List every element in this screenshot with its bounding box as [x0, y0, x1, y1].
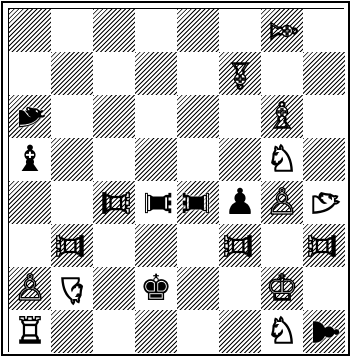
square-c5[interactable] — [93, 138, 135, 181]
white-bishop-icon[interactable]: ♗ — [219, 52, 261, 95]
square-h5[interactable] — [303, 138, 345, 181]
square-e7[interactable] — [177, 52, 219, 95]
square-f1[interactable] — [219, 310, 261, 353]
square-b6[interactable] — [51, 95, 93, 138]
square-d3[interactable] — [135, 224, 177, 267]
square-e4[interactable]: ♜ — [177, 181, 219, 224]
square-d1[interactable] — [135, 310, 177, 353]
square-g3[interactable] — [261, 224, 303, 267]
square-b7[interactable] — [51, 52, 93, 95]
square-e6[interactable] — [177, 95, 219, 138]
square-h7[interactable] — [303, 52, 345, 95]
square-e8[interactable] — [177, 9, 219, 52]
square-e5[interactable] — [177, 138, 219, 181]
white-knight-icon[interactable]: ♘ — [261, 310, 303, 353]
square-d8[interactable] — [135, 9, 177, 52]
square-f5[interactable] — [219, 138, 261, 181]
square-g5[interactable]: ♘ — [261, 138, 303, 181]
square-f8[interactable] — [219, 9, 261, 52]
square-c4[interactable]: ♖ — [93, 181, 135, 224]
square-d6[interactable] — [135, 95, 177, 138]
square-a6[interactable]: ♞ — [9, 95, 51, 138]
square-g6[interactable]: ♗ — [261, 95, 303, 138]
square-f7[interactable]: ♗ — [219, 52, 261, 95]
square-h4[interactable]: ♘ — [303, 181, 345, 224]
square-c1[interactable] — [93, 310, 135, 353]
square-b2[interactable]: ♘ — [51, 267, 93, 310]
square-a2[interactable]: ♙ — [9, 267, 51, 310]
square-f2[interactable] — [219, 267, 261, 310]
board-frame: ♗♗♞♗♝♘♖♜♜♟♙♘♖♖♖♙♘♚♔♖♘♟ — [1, 1, 350, 356]
black-king-icon[interactable]: ♚ — [135, 267, 177, 310]
square-b4[interactable] — [51, 181, 93, 224]
square-g8[interactable]: ♗ — [261, 9, 303, 52]
black-knight-icon[interactable]: ♞ — [9, 95, 51, 138]
square-b1[interactable] — [51, 310, 93, 353]
square-e3[interactable] — [177, 224, 219, 267]
square-g2[interactable]: ♔ — [261, 267, 303, 310]
black-pawn-icon[interactable]: ♟ — [303, 310, 345, 353]
square-a3[interactable] — [9, 224, 51, 267]
square-h2[interactable] — [303, 267, 345, 310]
square-a4[interactable] — [9, 181, 51, 224]
square-a1[interactable]: ♖ — [9, 310, 51, 353]
black-rook-icon[interactable]: ♜ — [135, 181, 177, 224]
square-b3[interactable]: ♖ — [51, 224, 93, 267]
white-rook-icon[interactable]: ♖ — [93, 181, 135, 224]
square-a5[interactable]: ♝ — [9, 138, 51, 181]
white-bishop-icon[interactable]: ♗ — [261, 95, 303, 138]
white-pawn-icon[interactable]: ♙ — [261, 181, 303, 224]
square-c7[interactable] — [93, 52, 135, 95]
square-g4[interactable]: ♙ — [261, 181, 303, 224]
black-rook-icon[interactable]: ♜ — [177, 181, 219, 224]
square-g1[interactable]: ♘ — [261, 310, 303, 353]
square-f3[interactable]: ♖ — [219, 224, 261, 267]
square-a7[interactable] — [9, 52, 51, 95]
square-d2[interactable]: ♚ — [135, 267, 177, 310]
white-knight-icon[interactable]: ♘ — [303, 181, 345, 224]
square-c3[interactable] — [93, 224, 135, 267]
chess-board: ♗♗♞♗♝♘♖♜♜♟♙♘♖♖♖♙♘♚♔♖♘♟ — [8, 8, 344, 352]
square-c6[interactable] — [93, 95, 135, 138]
square-d4[interactable]: ♜ — [135, 181, 177, 224]
white-king-icon[interactable]: ♔ — [261, 267, 303, 310]
square-h8[interactable] — [303, 9, 345, 52]
square-c2[interactable] — [93, 267, 135, 310]
white-rook-icon[interactable]: ♖ — [9, 310, 51, 353]
square-h6[interactable] — [303, 95, 345, 138]
white-bishop-icon[interactable]: ♗ — [261, 9, 303, 52]
white-pawn-icon[interactable]: ♙ — [9, 267, 51, 310]
black-bishop-icon[interactable]: ♝ — [9, 138, 51, 181]
white-knight-icon[interactable]: ♘ — [51, 267, 93, 310]
square-f4[interactable]: ♟ — [219, 181, 261, 224]
black-pawn-icon[interactable]: ♟ — [219, 181, 261, 224]
square-b8[interactable] — [51, 9, 93, 52]
square-h1[interactable]: ♟ — [303, 310, 345, 353]
white-rook-icon[interactable]: ♖ — [51, 224, 93, 267]
square-d7[interactable] — [135, 52, 177, 95]
square-a8[interactable] — [9, 9, 51, 52]
square-e2[interactable] — [177, 267, 219, 310]
square-e1[interactable] — [177, 310, 219, 353]
square-c8[interactable] — [93, 9, 135, 52]
white-rook-icon[interactable]: ♖ — [219, 224, 261, 267]
square-d5[interactable] — [135, 138, 177, 181]
square-h3[interactable]: ♖ — [303, 224, 345, 267]
white-knight-icon[interactable]: ♘ — [261, 138, 303, 181]
square-f6[interactable] — [219, 95, 261, 138]
white-rook-icon[interactable]: ♖ — [303, 224, 345, 267]
square-g7[interactable] — [261, 52, 303, 95]
square-b5[interactable] — [51, 138, 93, 181]
